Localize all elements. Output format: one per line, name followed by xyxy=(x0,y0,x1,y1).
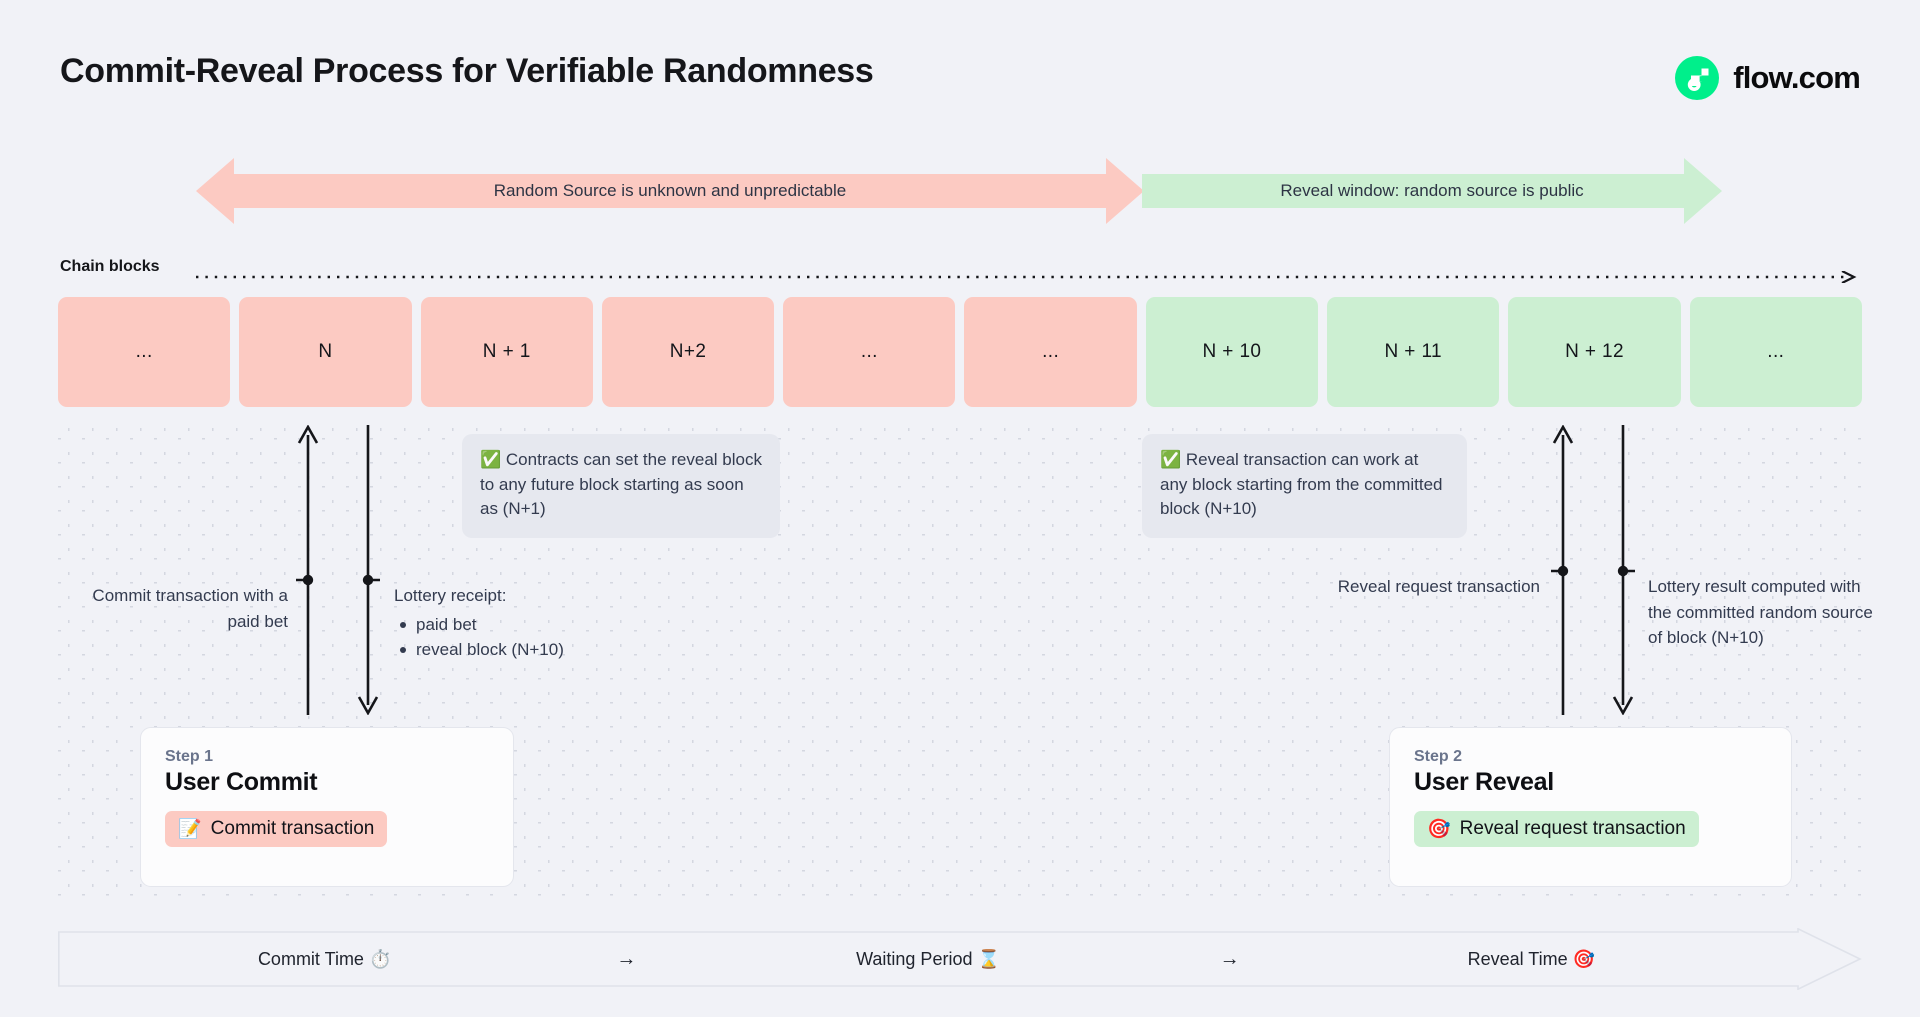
chain-blocks-row: ... N N + 1 N+2 ... ... N + 10 N + 11 N … xyxy=(58,297,1862,407)
timeline-phases: Commit Time ⏱️ → Waiting Period ⌛ → Reve… xyxy=(58,928,1798,990)
chain-block[interactable]: ... xyxy=(58,297,231,407)
timeline-phase-commit-time: Commit Time ⏱️ xyxy=(58,949,591,970)
page-title: Commit-Reveal Process for Verifiable Ran… xyxy=(60,52,874,90)
step-card-user-reveal: Step 2 User Reveal 🎯 Reveal request tran… xyxy=(1389,727,1792,887)
callout-reveal-text: Reveal transaction can work at any block… xyxy=(1160,450,1443,519)
reveal-request-transaction-pill[interactable]: 🎯 Reveal request transaction xyxy=(1414,811,1699,847)
chain-block[interactable]: N + 11 xyxy=(1327,297,1500,407)
chain-block[interactable]: N xyxy=(239,297,412,407)
annotation-reveal-request: Reveal request transaction xyxy=(1337,577,1540,596)
callout-contracts-text: Contracts can set the reveal block to an… xyxy=(480,450,762,519)
memo-emoji: 📝 xyxy=(178,819,202,840)
timeline-phase-reveal-time: Reveal Time 🎯 xyxy=(1265,949,1798,970)
lottery-receipt-list: paid bet reveal block (N+10) xyxy=(394,612,694,663)
direct-hit-emoji: 🎯 xyxy=(1572,948,1596,969)
hourglass-emoji: ⌛ xyxy=(977,948,1000,969)
step-title: User Commit xyxy=(165,768,318,796)
commit-transaction-pill-label: Commit transaction xyxy=(210,818,375,839)
timeline-phase-waiting-period: Waiting Period ⌛ xyxy=(661,949,1194,970)
list-item: reveal block (N+10) xyxy=(394,637,694,663)
chain-block[interactable]: N+2 xyxy=(601,297,775,407)
timeline-separator-icon: → xyxy=(1219,947,1240,970)
annotation-lottery-receipt: Lottery receipt: paid bet reveal block (… xyxy=(394,583,694,663)
step-kicker: Step 1 xyxy=(165,748,214,765)
banner-unknown-label: Random Source is unknown and unpredictab… xyxy=(493,181,847,200)
lottery-receipt-heading: Lottery receipt: xyxy=(394,586,507,605)
chain-block[interactable]: N + 1 xyxy=(420,297,593,407)
flow-logo-icon xyxy=(1675,56,1720,100)
banner-reveal-window: Reveal window: random source is public xyxy=(1142,158,1722,224)
chain-block[interactable]: ... xyxy=(1689,297,1862,407)
lottery-receipt-connector-down-arrow xyxy=(357,425,380,715)
annotation-commit-transaction: Commit transaction with a paid bet xyxy=(92,586,288,631)
banner-reveal-label: Reveal window: random source is public xyxy=(1280,181,1584,200)
commit-transaction-pill[interactable]: 📝 Commit transaction xyxy=(165,811,388,847)
commit-transaction-connector-up-arrow xyxy=(296,425,319,715)
banner-random-unknown: Random Source is unknown and unpredictab… xyxy=(196,158,1144,224)
chain-blocks-label: Chain blocks xyxy=(60,258,160,275)
chain-block[interactable]: ... xyxy=(783,297,956,407)
reveal-request-connector-up-arrow xyxy=(1551,425,1574,715)
list-item: paid bet xyxy=(394,612,694,638)
timeline-phase-label: Waiting Period xyxy=(856,948,973,969)
lottery-result-connector-down-arrow xyxy=(1612,425,1635,715)
step-card-user-commit: Step 1 User Commit 📝 Commit transaction xyxy=(140,727,514,887)
stopwatch-emoji: ⏱️ xyxy=(368,948,392,969)
timeline-phase-label: Commit Time xyxy=(257,948,364,969)
step-title: User Reveal xyxy=(1414,768,1554,796)
callout-reveal-transaction: ✅ Reveal transaction can work at any blo… xyxy=(1142,434,1467,538)
right-arrow-shape xyxy=(1142,158,1722,224)
timeline-separator-icon: → xyxy=(616,947,637,970)
reveal-request-transaction-pill-label: Reveal request transaction xyxy=(1459,818,1686,839)
chain-block[interactable]: N + 10 xyxy=(1145,297,1319,407)
direct-hit-emoji: 🎯 xyxy=(1427,819,1451,840)
white-check-mark-emoji: ✅ xyxy=(1160,450,1182,469)
white-check-mark-emoji: ✅ xyxy=(480,450,502,469)
callout-contracts: ✅ Contracts can set the reveal block to … xyxy=(462,434,780,538)
brand-logo: flow.com xyxy=(1675,56,1861,100)
annotation-lottery-result: Lottery result computed with the committ… xyxy=(1648,577,1873,647)
chain-block[interactable]: N + 12 xyxy=(1508,297,1681,407)
step-kicker: Step 2 xyxy=(1414,748,1463,765)
double-arrow-shape xyxy=(196,158,1144,224)
brand-name: flow.com xyxy=(1733,60,1861,95)
timeline-bar: Commit Time ⏱️ → Waiting Period ⌛ → Reve… xyxy=(58,928,1862,990)
chain-axis-line xyxy=(196,271,1857,283)
timeline-phase-label: Reveal Time xyxy=(1467,948,1568,969)
chain-block[interactable]: ... xyxy=(964,297,1137,407)
timeline-arrow-shape xyxy=(58,928,1862,990)
